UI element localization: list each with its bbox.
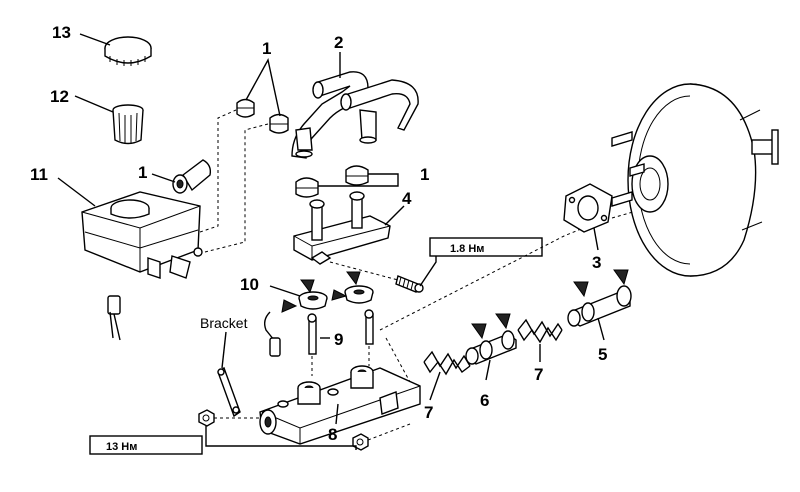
- reservoir-strainer: [112, 104, 144, 145]
- gasket: [563, 183, 613, 233]
- leader-3: [593, 227, 599, 251]
- callout-1-right: 1: [420, 165, 429, 184]
- fluid-reservoir: [81, 191, 203, 279]
- reservoir-cap: [104, 36, 152, 66]
- nut-dash: [214, 417, 411, 441]
- sensor-wire: [263, 311, 281, 357]
- leader-1-left: [151, 173, 176, 183]
- arrows-piston-6: [471, 313, 511, 340]
- spring-left: [423, 350, 471, 376]
- callout-1-top: 1: [262, 39, 271, 58]
- plate-bolt: [395, 275, 424, 293]
- master-cylinder: [259, 365, 421, 445]
- torque-lower: 13 Нм: [106, 441, 137, 453]
- leader-torque-lower: [205, 426, 357, 450]
- axis-dash-2: [385, 337, 411, 383]
- torque-upper: 1.8 Нм: [450, 243, 484, 255]
- torque-box-lower: [89, 435, 203, 455]
- leader-6: [485, 359, 491, 381]
- callout-2: 2: [334, 33, 343, 52]
- axis-dash: [379, 209, 641, 331]
- routing-dash-2: [199, 109, 237, 233]
- leader-1-top: [245, 58, 281, 117]
- bolt-dash: [329, 261, 399, 281]
- torque-box-upper: [429, 237, 543, 257]
- primary-piston: [567, 285, 632, 327]
- callout-3: 3: [592, 253, 601, 272]
- hose-clamps-top: [236, 98, 289, 134]
- callout-9: 9: [334, 330, 343, 349]
- hose-clamps-right: [295, 165, 369, 198]
- arrows-grommets: [281, 271, 361, 313]
- callout-13: 13: [52, 23, 71, 42]
- leader-10: [269, 285, 301, 297]
- callout-4: 4: [402, 189, 412, 208]
- callout-12: 12: [50, 87, 69, 106]
- callout-7-right: 7: [534, 365, 543, 384]
- leader-7-left: [429, 371, 441, 401]
- leader-1-right: [318, 173, 399, 187]
- leader-bracket: [221, 331, 227, 369]
- hoses: [291, 71, 419, 159]
- callout-6: 6: [480, 391, 489, 410]
- sensor-connector: [107, 295, 121, 341]
- mounting-nuts: [198, 409, 369, 451]
- routing-dash-1: [204, 123, 269, 253]
- leader-11: [57, 177, 96, 207]
- union-plate: [293, 191, 391, 265]
- spring-right: [517, 318, 563, 344]
- leader-torque-upper: [419, 252, 437, 287]
- hose-clamp-left: [172, 159, 212, 194]
- leader-12: [74, 95, 114, 113]
- callout-7-left: 7: [424, 403, 433, 422]
- callout-10: 10: [240, 275, 259, 294]
- leader-5: [597, 317, 605, 341]
- secondary-piston: [465, 330, 517, 365]
- brake-booster: [611, 83, 779, 277]
- bracket-label: Bracket: [200, 315, 248, 331]
- retaining-pins: [307, 309, 374, 355]
- leader-8: [335, 403, 339, 425]
- callout-5: 5: [598, 345, 607, 364]
- grommets: [298, 285, 374, 310]
- bracket: [217, 366, 241, 418]
- callout-11: 11: [30, 165, 48, 184]
- leader-13: [79, 33, 111, 46]
- arrows-piston-5: [573, 269, 629, 298]
- callout-1-left: 1: [138, 163, 147, 182]
- leader-4: [384, 205, 405, 226]
- callout-8: 8: [328, 425, 337, 444]
